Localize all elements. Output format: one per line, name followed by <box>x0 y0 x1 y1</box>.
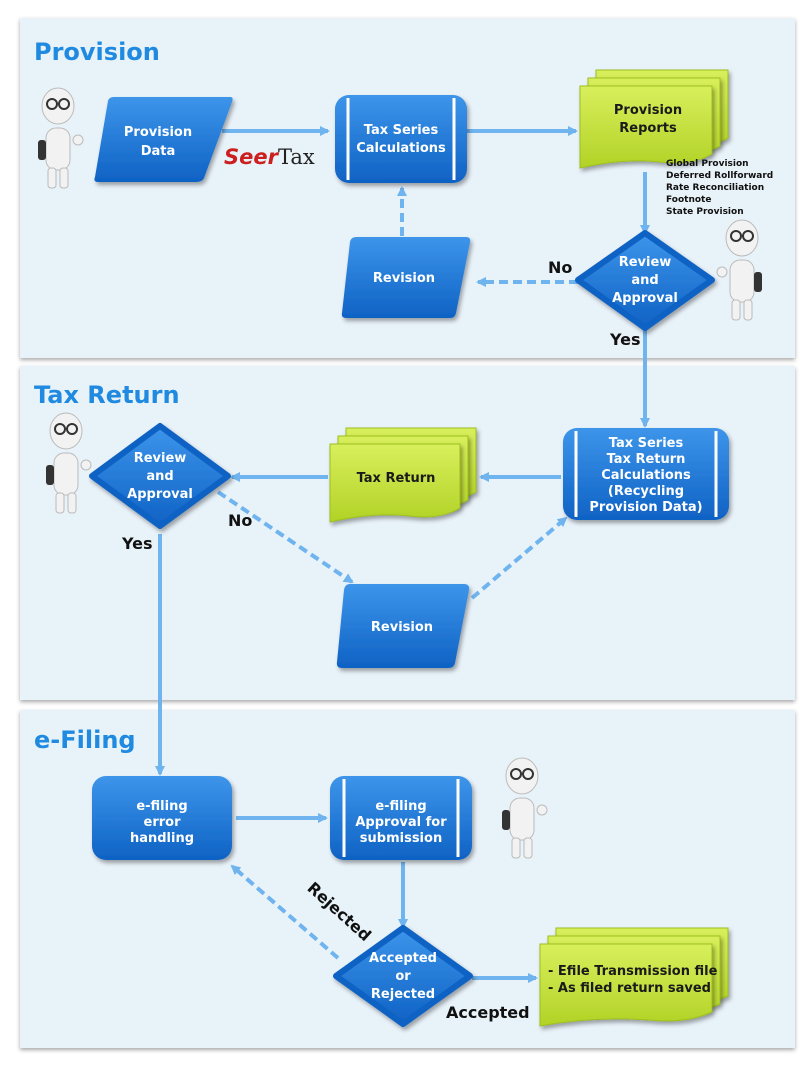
efiling-approval-label-1: e-filing <box>375 799 426 814</box>
efiling-error-node: e-filing error handling <box>92 776 232 860</box>
efiling-approval-label-2: Approval for <box>355 815 447 830</box>
report-list-item: Footnote <box>666 195 711 205</box>
report-list: Global Provision Deferred Rollforward Ra… <box>666 159 773 217</box>
accepted-rejected-node: Accepted or Rejected <box>333 925 473 1027</box>
provision-data-label-2: Data <box>141 144 176 159</box>
person-icon <box>38 87 84 189</box>
efiling-title: e-Filing <box>34 726 136 754</box>
efiling-error-label-1: e-filing <box>136 799 187 814</box>
edge-review2-to-revision <box>216 490 354 584</box>
tax-brand-text: Tax <box>278 145 315 169</box>
person-icon <box>716 219 762 321</box>
decision-label-2: or <box>395 969 411 984</box>
efiling-approval-label-3: submission <box>360 831 442 846</box>
review-approval-2-node: Review and Approval <box>89 423 231 529</box>
efile-output-node: - Efile Transmission file - As filed ret… <box>539 927 729 1027</box>
tax-return-calc-label-5: Provision Data) <box>589 500 702 515</box>
tax-series-calc-node: Tax Series Calculations <box>335 95 467 183</box>
review-2-label-1: Review <box>134 451 187 466</box>
efile-output-line-1: - Efile Transmission file <box>548 964 718 979</box>
report-list-item: State Provision <box>666 207 744 217</box>
no-label: No <box>228 511 252 530</box>
efiling-approval-node: e-filing Approval for submission <box>330 776 472 860</box>
review-1-label-2: and <box>631 273 658 288</box>
no-label: No <box>548 258 572 277</box>
decision-label-3: Rejected <box>371 987 435 1002</box>
seertax-logo: SeerTax <box>224 145 315 169</box>
tax-series-calc-label-2: Calculations <box>356 141 446 156</box>
tax-return-calc-label-3: Calculations <box>601 468 691 483</box>
report-list-item: Deferred Rollforward <box>666 171 773 181</box>
person-icon <box>502 757 548 859</box>
review-1-label-3: Approval <box>612 291 678 306</box>
report-list-item: Global Provision <box>666 159 749 169</box>
provision-data-label-1: Provision <box>124 125 192 140</box>
yes-label: Yes <box>121 534 153 553</box>
yes-label: Yes <box>609 330 641 349</box>
provision-reports-label-1: Provision <box>614 103 682 118</box>
tax-return-calc-label-2: Tax Return <box>607 452 686 467</box>
tax-return-title: Tax Return <box>34 381 180 409</box>
revision-2-node: Revision <box>336 584 470 668</box>
provision-reports-node: Provision Reports <box>579 69 729 169</box>
report-list-item: Rate Reconciliation <box>666 183 764 193</box>
tax-return-doc-label: Tax Return <box>357 471 436 486</box>
revision-1-node: Revision <box>341 237 471 318</box>
tax-return-calc-label-1: Tax Series <box>609 436 684 451</box>
person-icon <box>46 412 92 514</box>
provision-title: Provision <box>34 38 160 66</box>
revision-1-label: Revision <box>373 271 435 286</box>
tax-series-calc-label-1: Tax Series <box>364 123 439 138</box>
seer-brand-text: Seer <box>224 145 280 169</box>
tax-return-doc-node: Tax Return <box>329 427 477 523</box>
edge-revision2-to-taxcalc <box>470 516 568 600</box>
provision-reports-label-2: Reports <box>619 121 677 136</box>
provision-data-node: Provision Data <box>94 97 233 182</box>
review-1-label-1: Review <box>619 255 672 270</box>
revision-2-label: Revision <box>371 620 433 635</box>
efiling-error-label-2: error <box>144 815 182 830</box>
tax-return-calc-node: Tax Series Tax Return Calculations (Recy… <box>563 428 729 520</box>
tax-return-calc-label-4: (Recycling <box>608 484 684 499</box>
review-2-label-2: and <box>146 469 173 484</box>
edge-decision-to-error <box>230 864 340 960</box>
review-2-label-3: Approval <box>127 487 193 502</box>
efiling-error-label-3: handling <box>130 831 194 846</box>
efile-output-line-2: - As filed return saved <box>548 981 711 996</box>
accepted-label: Accepted <box>446 1003 530 1022</box>
review-approval-1-node: Review and Approval <box>575 230 715 331</box>
decision-label-1: Accepted <box>369 951 437 966</box>
